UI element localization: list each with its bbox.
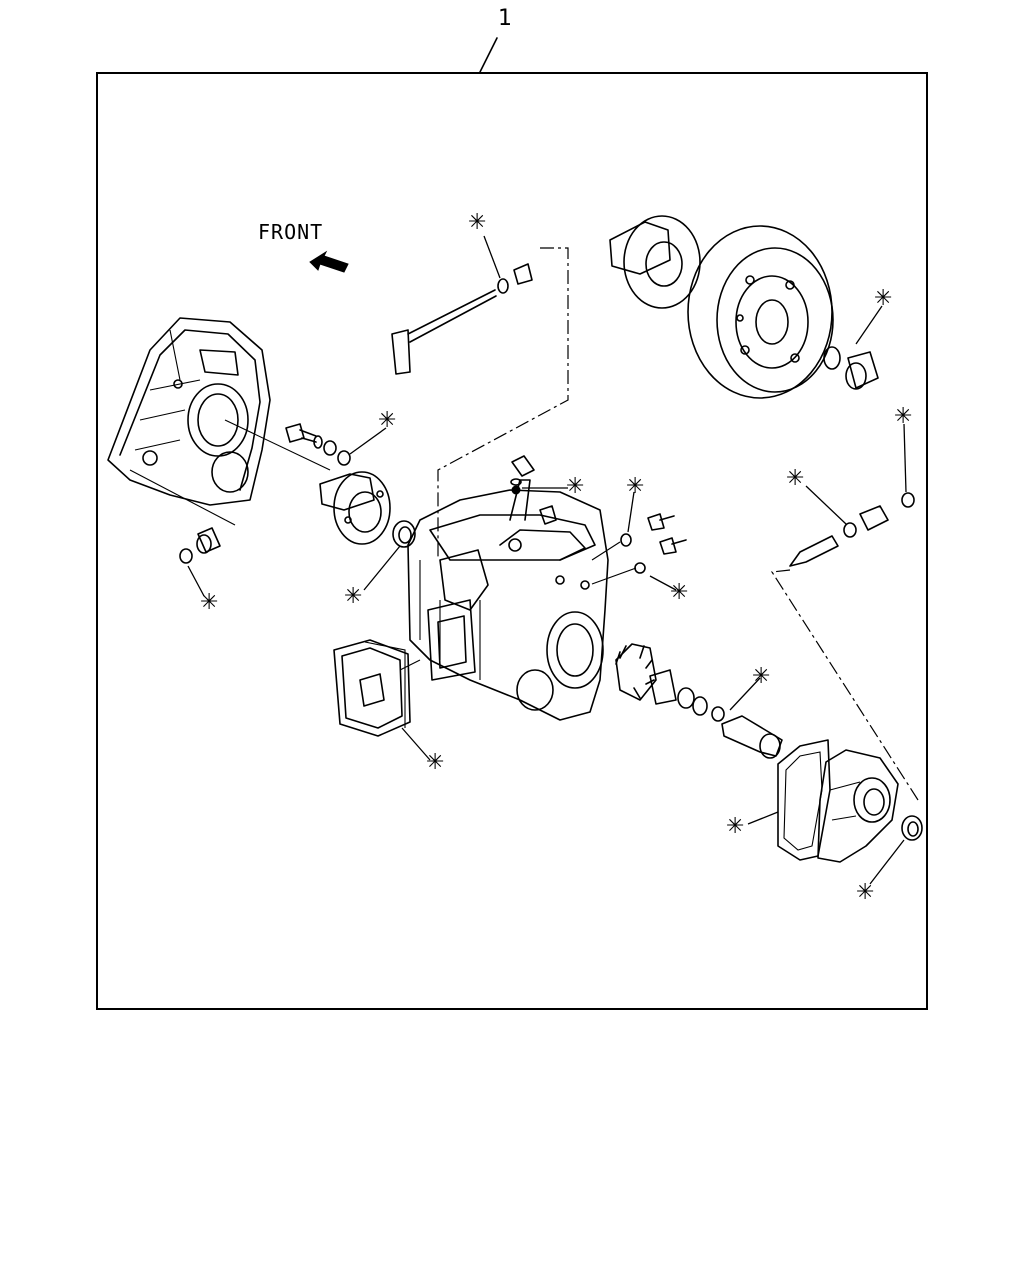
coupling-flange-part: [609, 215, 701, 309]
clip-part: [510, 455, 535, 495]
rear-cover-part: [817, 749, 899, 863]
rod-bracket-part: [391, 247, 569, 560]
bearing-part: [823, 346, 879, 390]
front-label: FRONT: [258, 220, 324, 244]
bolt-part: [285, 423, 351, 466]
diagram-frame: [96, 72, 928, 1010]
transmission-case-part: [407, 479, 609, 721]
asterisk-leaders: [187, 235, 907, 885]
clutch-drum-part: [687, 225, 834, 399]
speedometer-sleeve-part: [770, 492, 919, 801]
shaft-part: [721, 715, 783, 759]
bushing-part: [129, 469, 236, 564]
oil-seal-part: [392, 520, 416, 548]
flange-shaft-part: [319, 471, 391, 545]
driven-gear-part: [615, 643, 725, 722]
cover-plate-part: [333, 639, 421, 737]
flywheel-housing-part: [107, 317, 331, 506]
plug-bolts-part: [591, 513, 687, 585]
ref-number-label: 1: [498, 6, 512, 31]
rear-oil-seal-part: [901, 815, 923, 841]
rear-gasket-part: [777, 739, 831, 861]
cover-gasket-part: [427, 599, 476, 681]
front-arrow-icon: [309, 250, 349, 273]
ref-leader-line: [479, 37, 498, 73]
